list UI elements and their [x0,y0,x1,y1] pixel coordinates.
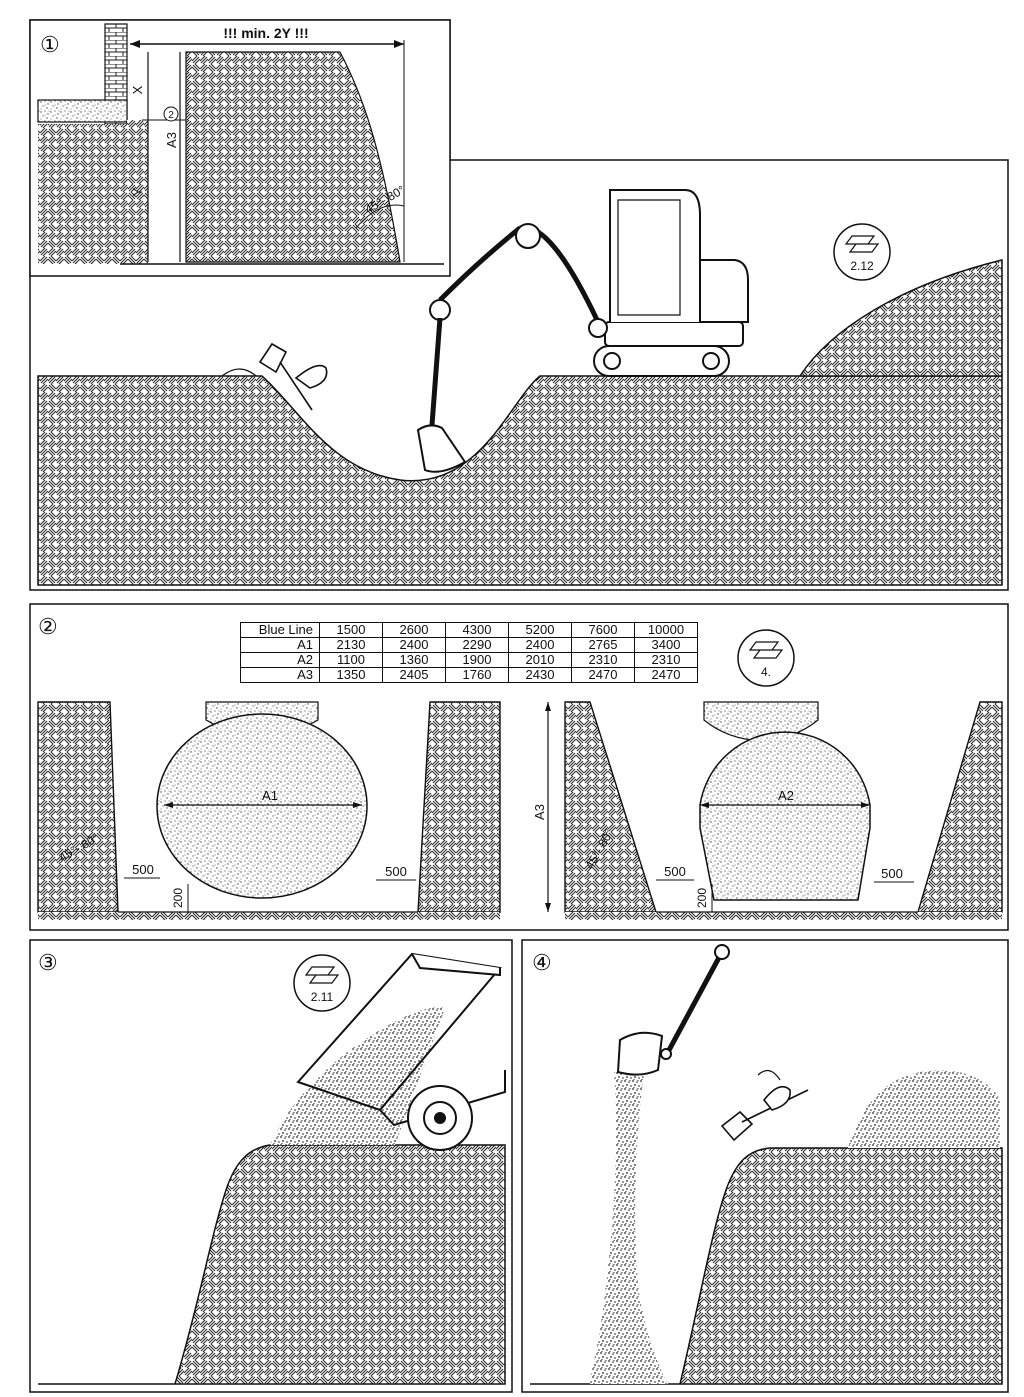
left-pit-clearance-right: 500 [385,864,407,879]
table-cell: 1900 [445,652,509,668]
backfill-stream [590,1072,668,1384]
inset-soil-left [38,120,148,264]
panel-3-ground [38,1144,506,1385]
table-cell: 2310 [634,652,698,668]
x-label: X [130,85,145,94]
table-cell: 1350 [319,667,383,683]
tank-a1 [156,713,368,899]
right-pit-base-label: 200 [695,888,709,908]
a3-ref-circle [163,106,179,122]
pit-right: A2 500 500 200 45°- 80° [564,701,1003,920]
table-cell: 2400 [382,637,446,653]
table-cell: 2405 [382,667,446,683]
panel-3-sand-pile [270,1007,445,1145]
panel-1-spoil-pile [798,259,1003,377]
table-cell: 4300 [445,622,509,638]
y-label: Y [130,187,145,196]
table-header-row: Blue Line 1500 2600 4300 5200 7600 10000 [240,622,698,638]
table-cell: 2600 [382,622,446,638]
left-pit-base-label: 200 [171,888,185,908]
tank-a2 [699,731,871,901]
inset-soil-block [185,51,401,263]
pit-left: A1 500 500 200 45°- 80° [37,701,501,920]
table-cell: 2130 [319,637,383,653]
tank-a2-width-label: A2 [778,788,794,803]
panel-3-base-layer: ③ 2.11 [29,939,513,1393]
table-row: A1 2130 2400 2290 2400 2765 3400 [240,637,698,653]
table-row: A3 1350 2405 1760 2430 2470 2470 [240,667,698,683]
right-pit-clearance-right: 500 [881,866,903,881]
backfill-pile [848,1070,1000,1148]
table-row: A2 1100 1360 1900 2010 2310 2310 [240,652,698,668]
panel-4-backfill: ④ [521,939,1009,1393]
table-cell: 1760 [445,667,509,683]
house-floor [37,99,128,123]
table-cell: Blue Line [240,622,320,638]
min-2y-label: !!! min. 2Y !!! [223,25,308,41]
excavator [416,189,749,473]
table-cell: 1100 [319,652,383,668]
hand-shovel [221,342,328,411]
table-cell: A2 [240,652,320,668]
table-cell: 1360 [382,652,446,668]
ref-badge-4-text: 4. [761,665,771,679]
table-cell: 7600 [571,622,635,638]
table-cell: 2400 [508,637,572,653]
capacity-dimension-table: Blue Line 1500 2600 4300 5200 7600 10000… [240,622,698,683]
ref-badge-2-12-text: 2.12 [850,259,874,273]
panel-1-excavation: !!! min. 2Y !!! X Y A3 2 45°- 80° ① [29,19,1009,591]
table-cell: 1500 [319,622,383,638]
step-3-marker: ③ [38,950,58,975]
step-4-marker: ④ [532,950,552,975]
manual-icon [748,641,784,659]
right-pit-clearance-left: 500 [664,864,686,879]
table-cell: A1 [240,637,320,653]
panel-1-ground [37,375,1003,586]
ref-badge-4: 4. [737,629,795,687]
pit-depth-dimension: A3 [532,702,551,912]
a3-ref-number: 2 [168,110,174,121]
tank-a1-width-label: A1 [262,788,278,803]
table-cell: A3 [240,667,320,683]
a3-label: A3 [164,132,179,148]
table-cell: 2290 [445,637,509,653]
table-cell: 2765 [571,637,635,653]
table-cell: 2310 [571,652,635,668]
table-cell: 2010 [508,652,572,668]
step-1-marker: ① [40,32,60,57]
panel-2-tank-placement: ② A1 500 500 200 45°- 80° [29,603,1009,931]
panel-4-hand-shovel [720,1069,809,1142]
ref-badge-2-11-text: 2.11 [311,990,334,1004]
manual-icon [844,235,880,253]
pit-depth-label: A3 [532,804,547,820]
panel-4-ground [530,1147,1003,1385]
panel-1-inset: !!! min. 2Y !!! X Y A3 2 45°- 80° ① [29,19,451,277]
table-cell: 10000 [634,622,698,638]
step-2-marker: ② [38,614,58,639]
table-cell: 2470 [571,667,635,683]
left-pit-clearance-left: 500 [132,862,154,877]
backfill-bucket [616,944,730,1076]
ref-badge-2-11: 2.11 [293,954,351,1012]
manual-icon [304,966,340,984]
table-cell: 2430 [508,667,572,683]
dump-truck [296,952,506,1151]
table-cell: 3400 [634,637,698,653]
table-cell: 5200 [508,622,572,638]
table-cell: 2470 [634,667,698,683]
ref-badge-2-12: 2.12 [833,223,891,281]
